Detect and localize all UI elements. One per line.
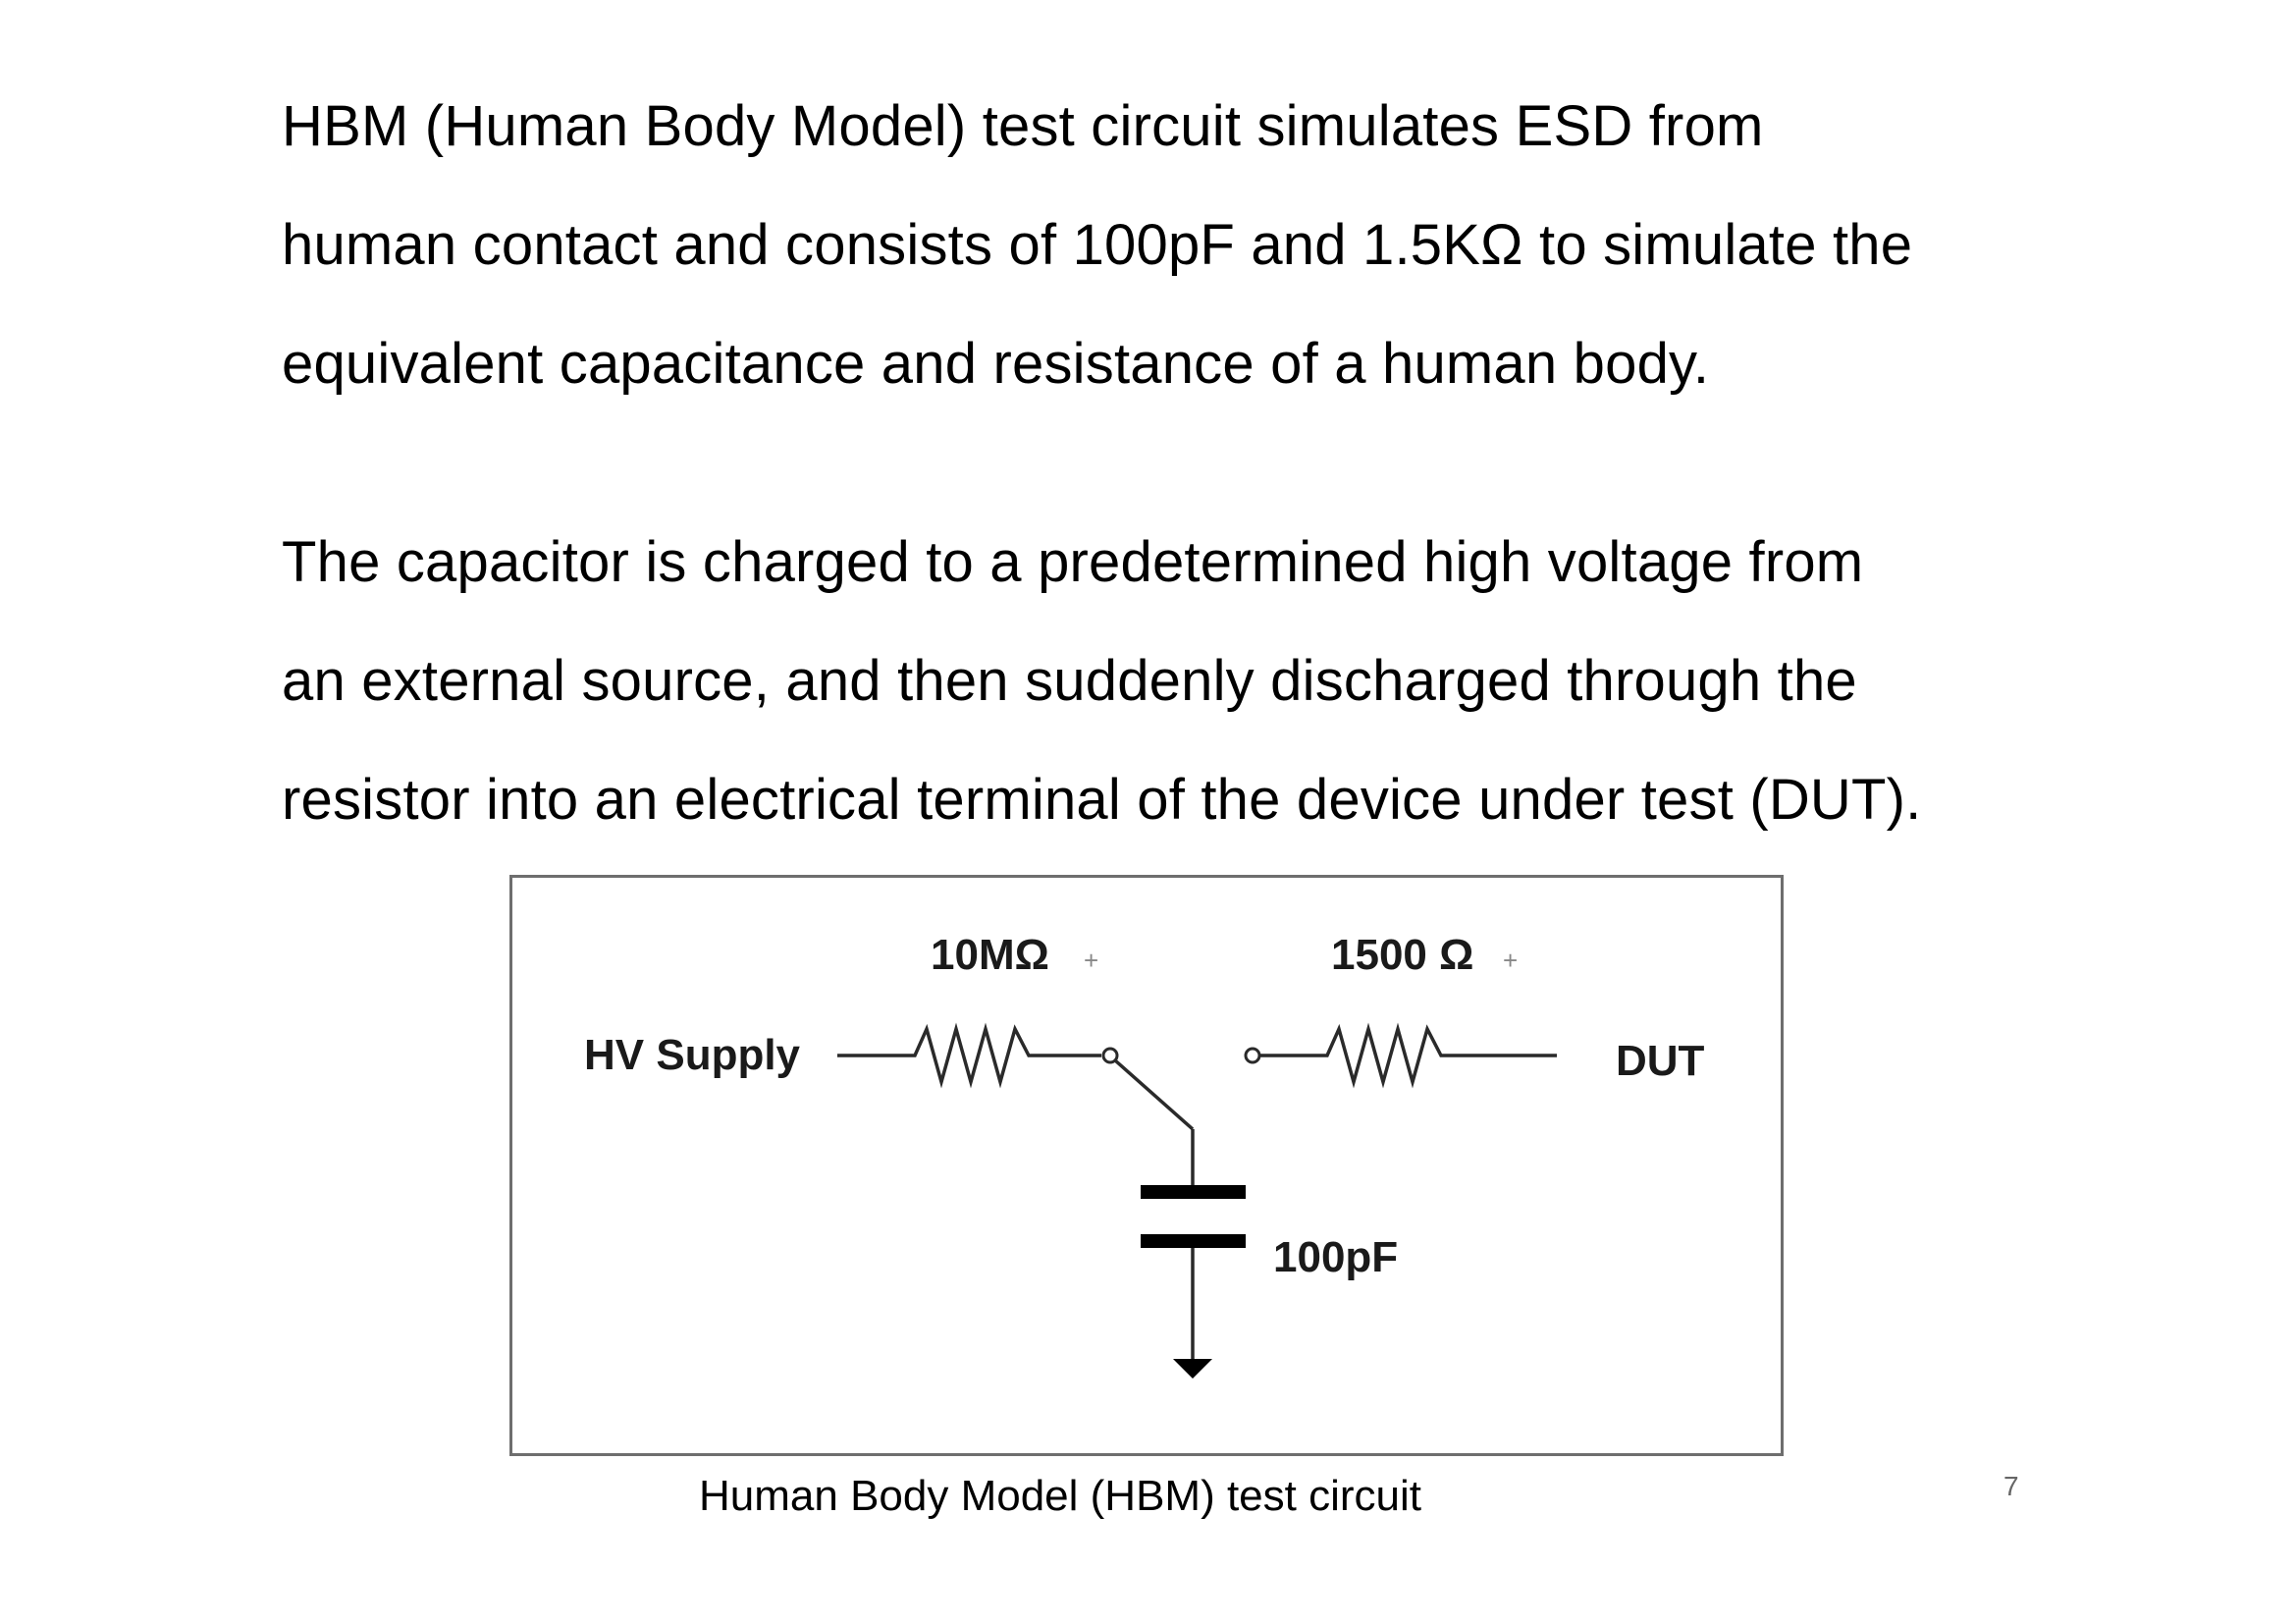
resistor-1500-label: 1500 Ω bbox=[1331, 931, 1473, 979]
paragraph-line: resistor into an electrical terminal of … bbox=[282, 768, 1922, 832]
paragraph-line: The capacitor is charged to a predetermi… bbox=[282, 530, 1864, 594]
capacitor-icon bbox=[1141, 1185, 1246, 1248]
switch-terminal-icon bbox=[1244, 1047, 1261, 1064]
ground-icon bbox=[1173, 1359, 1212, 1379]
paragraph-hbm-description: HBM (Human Body Model) test circuit simu… bbox=[282, 67, 1912, 423]
hv-supply-label: HV Supply bbox=[584, 1031, 801, 1079]
page-number: 7 bbox=[2003, 1471, 2019, 1501]
paragraph-line: human contact and consists of 100pF and … bbox=[282, 213, 1913, 277]
circuit-schematic: HV Supply 10MΩ + 1500 Ω + DUT 100pF bbox=[584, 931, 1705, 1379]
paragraph-line: HBM (Human Body Model) test circuit simu… bbox=[282, 94, 1764, 158]
hbm-circuit-diagram: HV Supply 10MΩ + 1500 Ω + DUT 100pF bbox=[509, 875, 1784, 1456]
paragraph-line: equivalent capacitance and resistance of… bbox=[282, 332, 1710, 396]
figure-caption: Human Body Model (HBM) test circuit bbox=[699, 1472, 1421, 1520]
capacitor-100pf-label: 100pF bbox=[1273, 1233, 1398, 1281]
plus-mark-icon: + bbox=[1084, 946, 1098, 975]
resistor-1500-icon bbox=[1259, 1022, 1557, 1089]
resistor-10m-icon bbox=[837, 1022, 1101, 1089]
paragraph-line: an external source, and then suddenly di… bbox=[282, 649, 1857, 713]
plus-mark-icon: + bbox=[1503, 946, 1518, 975]
dut-label: DUT bbox=[1616, 1037, 1705, 1085]
paragraph-capacitor-discharge: The capacitor is charged to a predetermi… bbox=[282, 503, 1921, 859]
resistor-10m-label: 10MΩ bbox=[931, 931, 1049, 979]
switch-terminal-icon bbox=[1101, 1047, 1119, 1064]
switch-arm-icon bbox=[1113, 1058, 1195, 1131]
